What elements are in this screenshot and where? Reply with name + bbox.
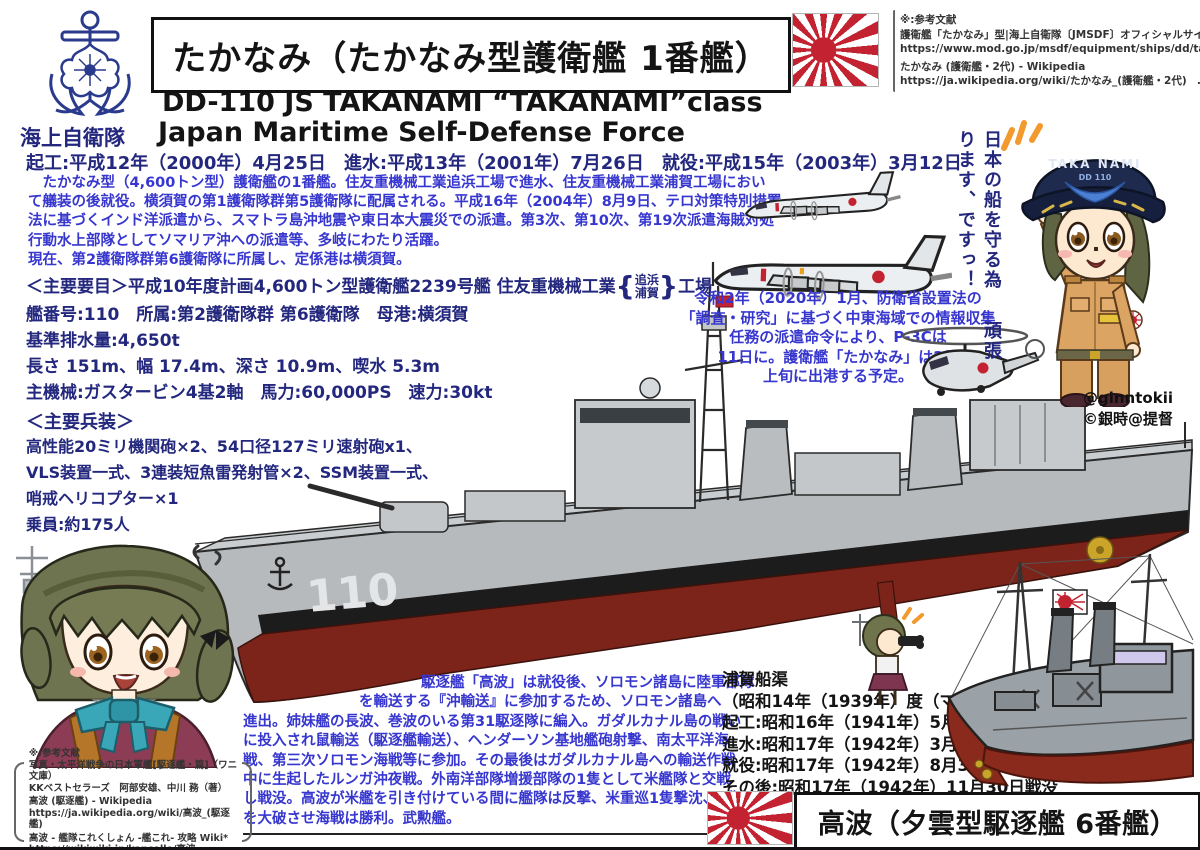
specs-title: ＜主要要目＞: [26, 277, 128, 297]
org-name-ja: 海上自衛隊: [20, 126, 125, 150]
reference-line: https://ja.wikipedia.org/wiki/高波_(駆逐艦): [28, 807, 230, 831]
reference-line: 高波 (駆逐艦) - Wikipedia: [28, 796, 152, 808]
history-line: 現在、第2護衛隊群第6護衛隊に所属し、定係港は横須賀。: [28, 251, 411, 268]
armament-line: 哨戒ヘリコプター×1: [26, 489, 179, 508]
ww2-line: 中に生起したルンガ沖夜戦。外南洋部隊増援部隊の1隻として米艦隊と交戦: [243, 772, 731, 789]
reference-line: KKベストセラーズ 阿部安雄、中川 務（著）: [28, 782, 228, 794]
notice-line: 令和2年（2020年）1月、防衛省設置法の: [694, 289, 982, 307]
reference-line: 写真・太平洋戦争の日本軍艦[駆逐艦・篇]（ワニ文庫）: [28, 759, 238, 783]
jmsdf-anchor-emblem-icon: [49, 10, 131, 116]
cap-text: TAKA NAMI: [1048, 157, 1141, 171]
underline-rule: [243, 833, 719, 835]
bow-ribbon: [74, 696, 176, 754]
main-title-box: たかなみ（たかなみ型護衛艦 1番艦）: [151, 17, 791, 93]
build-line: 起工:昭和16年（1941年）5月29日: [722, 713, 997, 733]
bottom-reference-box: ※:参考文献 写真・太平洋戦争の日本軍艦[駆逐艦・篇]（ワニ文庫） KKベストセ…: [14, 748, 253, 847]
rising-sun-ensign-icon: [707, 791, 793, 845]
helicopter-icon: [901, 326, 1045, 396]
build-line: 浦賀船渠: [722, 670, 788, 689]
credit-copyright: ©銀時@提督: [1083, 410, 1174, 428]
subtitle: DD-110 JS TAKANAMI “TAKANAMI”class: [162, 87, 763, 118]
armament-line: 高性能20ミリ機関砲×2、54口径127ミリ速射砲x1、: [26, 437, 422, 456]
chibi-binoculars-illustration: [852, 607, 924, 705]
top-reference-box: ※:参考文献 護衛艦「たかなみ」型|海上自衛隊〔JMSDF〕オフィシャルサイト …: [893, 10, 1200, 92]
bracket-decoration: [242, 762, 253, 842]
org-name-en: Japan Maritime Self-Defense Force: [158, 117, 685, 148]
hull-number: 110: [305, 564, 401, 623]
bracket-decoration: [14, 762, 24, 842]
ww2-line: 進出。姉妹艦の長波、巻波のいる第31駆逐隊に編入。ガダルカナル島の戦い: [243, 713, 742, 730]
bracket-decoration: [893, 10, 895, 92]
history-line: たかなみ型（4,600トン型）護衛艦の1番艦。住友重機械工業追浜工場で進水、住友…: [28, 175, 766, 191]
notice-line: 「調査・研究」に基づく中東海域での情報収集: [680, 308, 996, 327]
reference-line: https://ja.wikipedia.org/wiki/たかなみ_(護衛艦・…: [900, 75, 1200, 88]
specs-plan-line: ＜主要要目＞平成10年度計画4,600トン型護衛艦2239号艦 住友重機械工業{…: [26, 271, 713, 303]
notice-line: 11日に。護衛艦「たかなみ」は2月: [717, 347, 959, 366]
specs-rows: 艦番号:110 所属:第2護衛隊群 第6護衛隊 母港:横須賀 基準排水量:4,6…: [26, 302, 492, 406]
spec-row: 基準排水量:4,650t: [26, 331, 180, 351]
rising-sun-ensign-icon: [792, 13, 879, 87]
spec-row: 長さ 151m、幅 17.4m、深さ 10.9m、喫水 5.3m: [26, 357, 441, 377]
reference-line: https://wikiwiki.jp/kancolle/高波: [28, 844, 196, 850]
armament-title: ＜主要兵装＞: [26, 412, 134, 433]
speech-line: 頑張ります、ですっ！: [955, 130, 1002, 361]
propeller: [1086, 536, 1114, 564]
armament-line: 乗員:約175人: [26, 515, 130, 534]
reference-label: ※:参考文献: [28, 748, 80, 760]
emphasis-marks-icon: [1001, 120, 1043, 151]
history-line: て艤装の後就役。横須賀の第1護衛隊群第5護衛隊に配属される。平成16年（2004…: [28, 194, 782, 211]
history-paragraph: たかなみ型（4,600トン型）護衛艦の1番艦。住友重機械工業追浜工場で進水、住友…: [28, 174, 781, 270]
ww2-line: に投入され鼠輸送（駆逐艦輸送）、ヘンダーソン基地艦砲射撃、南太平洋海: [243, 733, 729, 750]
ww2-line: を輸送する『沖輸送』に参加するため、ソロモン諸島へ: [359, 694, 722, 711]
ww2-line: を大破させ海戦は勝利。武勲艦。: [243, 810, 461, 827]
ww2-line: 戦、第三次ソロモン海戦等に参加。その最後はガダルカナル島への輸送作戦: [243, 752, 736, 769]
notice-line: 任務の派遣命令により、P-3Cは: [729, 328, 947, 346]
takanami-character-illustration: [16, 544, 235, 768]
p3c-aircraft-icon: [713, 234, 953, 301]
spec-row: 艦番号:110 所属:第2護衛隊群 第6護衛隊 母港:横須賀: [26, 305, 469, 325]
artist-credit: @ginntokii ©銀時@提督: [1083, 388, 1173, 430]
p3c-aircraft-icon: [744, 171, 901, 221]
main-ship-illustration: 110: [193, 262, 1194, 704]
reference-line: 高波 - 艦隊これくしょん -艦これ- 攻略 Wiki*: [28, 832, 229, 844]
spec-row: 主機械:ガスタービン4基2軸 馬力:60,000PS 速力:30kt: [26, 383, 493, 403]
ww2-history-paragraph: 駆逐艦「高波」は就役後、ソロモン諸島に陸軍部隊 を輸送する『沖輸送』に参加するた…: [243, 674, 755, 829]
hangar-block: [969, 399, 1086, 471]
page-title: たかなみ（たかなみ型護衛艦 1番艦）: [172, 38, 770, 79]
masthead-ensign: [715, 295, 734, 308]
reference-label: ※:参考文献: [900, 14, 957, 27]
bow-anchor: [267, 556, 293, 591]
armament-line: VLS装置一式、3連装短魚雷発射管×2、SSM装置一式、: [26, 463, 439, 482]
ww2-line: し戦没。高波が米艦を引き付けている間に艦隊は反撃、米重巡1隻撃沈、3隻: [243, 791, 742, 808]
ww2-line: 駆逐艦「高波」は就役後、ソロモン諸島に陸軍部隊: [421, 675, 755, 691]
ww2-title-box: 高波（夕雲型駆逐艦 6番艦）: [794, 792, 1200, 847]
cap-subtext: DD 110: [1079, 173, 1112, 182]
notice-line: 上旬に出港する予定。: [762, 367, 913, 385]
commission-dates: 起工:平成12年（2000年）4月25日 進水:平成13年（2001年）7月26…: [26, 153, 962, 174]
armament-lines: 高性能20ミリ機関砲×2、54口径127ミリ速射砲x1、 VLS装置一式、3連装…: [26, 434, 438, 538]
name-tag: [1098, 313, 1121, 324]
reference-line: 護衛艦「たかなみ」型|海上自衛隊〔JMSDF〕オフィシャルサイト: [900, 28, 1200, 41]
speech-text: 日本の船を守る為 頑張ります、ですっ！: [952, 130, 1004, 380]
deployment-notice: 令和2年（2020年）1月、防衛省設置法の 「調査・研究」に基づく中東海域での情…: [676, 289, 1000, 387]
ww2-title: 高波（夕雲型駆逐艦 6番艦）: [817, 808, 1178, 840]
build-line: 進水:昭和17年（1942年）3月16日: [722, 734, 997, 754]
history-line: 行動水上部隊としてソマリア沖への派遣等、多岐にわたり活躍。: [28, 232, 449, 249]
gun-turret: [379, 501, 449, 533]
build-line: 就役:昭和17年（1942年）8月31日: [722, 756, 997, 776]
credit-handle: @ginntokii: [1083, 389, 1173, 407]
reference-line: https://www.mod.go.jp/msdf/equipment/shi…: [900, 43, 1200, 56]
speech-line: 日本の船を守る為: [981, 130, 1002, 290]
saluting-character-illustration: TAKA NAMI DD 110: [1021, 157, 1166, 407]
reference-line: たかなみ (護衛艦・2代) - Wikipedia: [900, 60, 1086, 73]
history-line: 法に基づくインド洋派遣から、スマトラ島沖地震や東日本大震災での派遣。第3次、第1…: [28, 213, 775, 230]
ww2-destroyer-illustration: [946, 553, 1195, 787]
